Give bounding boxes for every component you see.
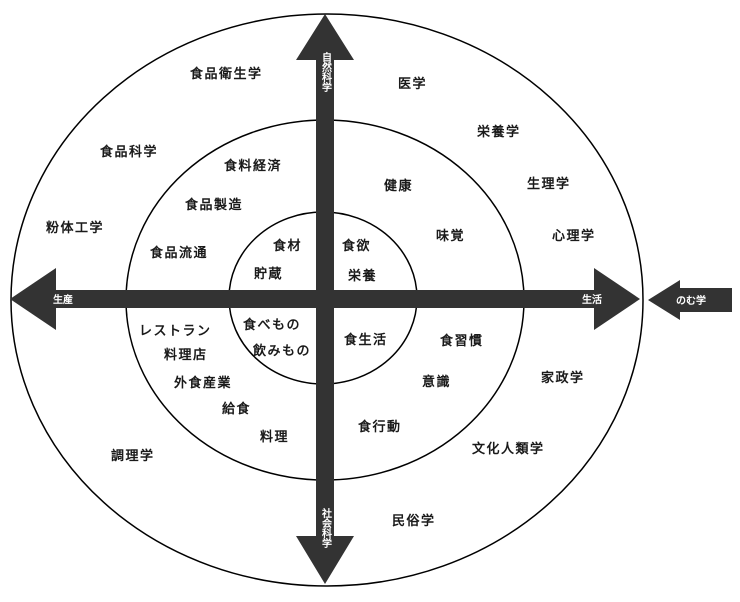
label-cooking: 料理 <box>260 429 289 445</box>
label-ingredients: 食材 <box>273 238 302 254</box>
label-food-distribution: 食品流通 <box>150 245 208 261</box>
label-health: 健康 <box>384 178 413 194</box>
axis-bottom-label: 社会科学 <box>320 507 333 549</box>
label-nutrition: 栄養 <box>347 268 377 284</box>
label-food-service-industry: 外食産業 <box>173 375 232 391</box>
label-cultural-anthropology: 文化人類学 <box>472 441 545 457</box>
label-eating-behavior: 食行動 <box>358 419 402 435</box>
label-powder-engineering: 粉体工学 <box>46 220 104 236</box>
outer-circle <box>10 13 644 587</box>
label-dietary-life: 食生活 <box>344 332 388 348</box>
label-psychology: 心理学 <box>552 228 596 244</box>
label-eating-house: 料理店 <box>164 347 208 363</box>
external-label: のむ学 <box>676 294 706 307</box>
label-storage: 貯蔵 <box>254 266 283 282</box>
label-drinks: 飲みもの <box>252 343 311 359</box>
vertical-axis-arrow <box>296 14 354 584</box>
label-awareness: 意識 <box>422 374 451 390</box>
axis-right-label: 生活 <box>582 293 602 306</box>
label-food-economics: 食料経済 <box>224 158 282 174</box>
label-food-science: 食品科学 <box>100 144 158 160</box>
label-physiology: 生理学 <box>527 176 571 192</box>
label-home-economics: 家政学 <box>541 370 585 386</box>
axis-top-label: 自然科学 <box>320 51 332 93</box>
label-food-manufacturing: 食品製造 <box>185 197 243 213</box>
label-medicine: 医学 <box>398 76 427 92</box>
axis-left-label: 生産 <box>53 293 73 306</box>
label-folklore: 民俗学 <box>392 513 436 529</box>
label-eating-habits: 食習慣 <box>440 333 484 349</box>
label-taste: 味覚 <box>436 228 465 244</box>
label-foods: 食べもの <box>243 317 301 333</box>
label-restaurant: レストラン <box>139 324 212 339</box>
label-food-hygiene: 食品衛生学 <box>190 66 263 82</box>
label-school-meals: 給食 <box>222 401 251 417</box>
label-appetite: 食欲 <box>342 238 371 254</box>
label-nutrition-science: 栄養学 <box>476 124 521 140</box>
label-cookery-science: 調理学 <box>111 448 155 464</box>
external-arrow <box>648 280 732 320</box>
